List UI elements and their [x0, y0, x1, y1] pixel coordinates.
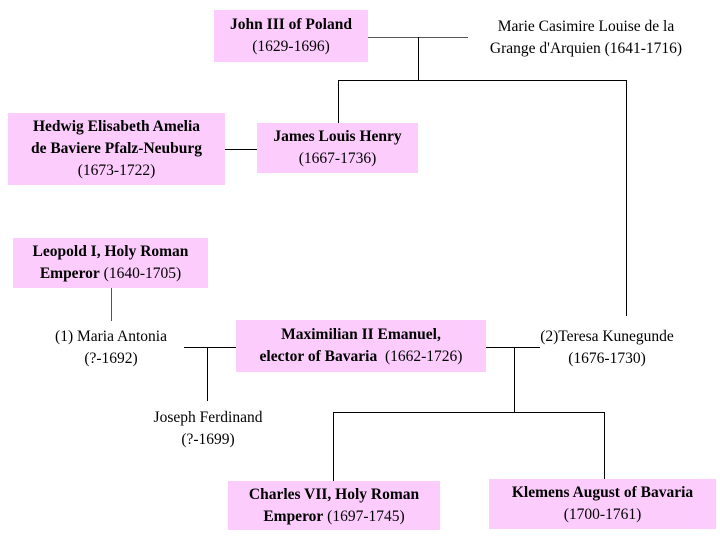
name: de Baviere Pfalz-Neuburg [30, 140, 203, 157]
person-klemens-august: Klemens August of Bavaria (1700-1761) [489, 479, 716, 529]
person-maria-antonia: (1) Maria Antonia (?-1692) [31, 326, 191, 370]
name: (2)Teresa Kunegunde [540, 328, 674, 345]
person-charles-vii: Charles VII, Holy Roman Emperor (1697-17… [228, 481, 440, 530]
name: Charles VII, Holy Roman [248, 485, 420, 503]
connector [207, 347, 208, 401]
name: (1) Maria Antonia [55, 328, 167, 345]
dates: (1697-1745) [327, 507, 405, 525]
connector [626, 80, 627, 316]
connector [225, 149, 257, 150]
name: Joseph Ferdinand [153, 409, 263, 426]
connector [604, 412, 605, 479]
connector [514, 347, 515, 412]
name: Emperor [263, 507, 324, 525]
connector [418, 37, 419, 80]
person-joseph-ferdinand: Joseph Ferdinand (?-1699) [133, 407, 283, 451]
connector [338, 80, 626, 81]
name: elector of Bavaria [259, 348, 378, 365]
dates: (?-1699) [181, 431, 235, 448]
person-leopold: Leopold I, Holy Roman Emperor (1640-1705… [13, 238, 208, 288]
dates: (1673-1722) [77, 162, 156, 179]
dates: (?-1692) [84, 350, 138, 367]
person-maximilian: Maximilian II Emanuel, elector of Bavari… [236, 320, 486, 372]
person-james: James Louis Henry (1667-1736) [257, 123, 418, 173]
person-teresa: (2)Teresa Kunegunde (1676-1730) [532, 326, 682, 370]
name: Maximilian II Emanuel, [281, 326, 441, 343]
name: John III of Poland [230, 16, 352, 33]
connector [333, 412, 604, 413]
name: James Louis Henry [273, 128, 402, 145]
dates: (1662-1726) [384, 348, 463, 365]
connector [333, 412, 334, 481]
dates: (1629-1696) [252, 38, 330, 55]
dates: (1700-1761) [563, 506, 642, 523]
name: Klemens August of Bavaria [511, 484, 694, 501]
dates: (1676-1730) [568, 350, 646, 367]
name: Leopold I, Holy Roman [32, 243, 189, 260]
connector [184, 347, 236, 348]
name: Marie Casimire Louise de la [497, 18, 675, 35]
name-dates: Grange d'Arquien (1641-1716) [489, 40, 683, 57]
dates: (1667-1736) [298, 150, 377, 167]
connector [111, 288, 112, 321]
person-hedwig: Hedwig Elisabeth Amelia de Baviere Pfalz… [8, 113, 225, 185]
name: Emperor [39, 265, 100, 282]
dates: (1640-1705) [103, 265, 182, 282]
person-marie-casimire: Marie Casimire Louise de la Grange d'Arq… [466, 16, 706, 60]
connector [338, 80, 339, 123]
connector [486, 347, 540, 348]
name: Hedwig Elisabeth Amelia [32, 118, 201, 135]
person-john-iii: John III of Poland (1629-1696) [214, 10, 368, 62]
